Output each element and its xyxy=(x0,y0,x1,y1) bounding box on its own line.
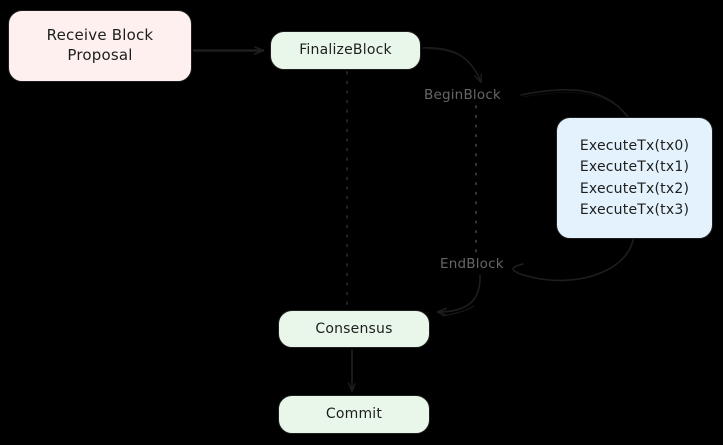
node-consensus[interactable]: Consensus xyxy=(278,310,430,348)
node-receive-block-proposal[interactable]: Receive Block Proposal xyxy=(8,10,192,82)
node-commit[interactable]: Commit xyxy=(278,395,430,434)
node-receive-block-proposal-line-2: Proposal xyxy=(67,46,133,64)
node-finalize-block-label: FinalizeBlock xyxy=(299,42,392,59)
node-commit-label: Commit xyxy=(325,406,383,423)
edge-label-begin-block: BeginBlock xyxy=(424,87,501,103)
node-finalize-block[interactable]: FinalizeBlock xyxy=(270,31,421,70)
node-execute-tx-line-3: ExecuteTx(tx2) xyxy=(579,180,690,197)
node-execute-tx-line-2: ExecuteTx(tx1) xyxy=(579,159,690,176)
edge-finalize-to-beginblock xyxy=(422,47,481,82)
node-execute-tx[interactable]: ExecuteTx(tx0) ExecuteTx(tx1) ExecuteTx(… xyxy=(556,117,713,239)
edge-executetx-to-endblock xyxy=(512,239,634,282)
edge-endblock-to-consensus xyxy=(438,274,481,317)
edge-label-end-block: EndBlock xyxy=(440,256,504,272)
node-consensus-label: Consensus xyxy=(315,320,393,337)
edge-beginblock-to-executetx xyxy=(520,89,631,119)
node-execute-tx-line-4: ExecuteTx(tx3) xyxy=(579,201,690,218)
node-receive-block-proposal-line-1: Receive Block xyxy=(46,26,154,45)
node-execute-tx-line-1: ExecuteTx(tx0) xyxy=(579,137,690,154)
